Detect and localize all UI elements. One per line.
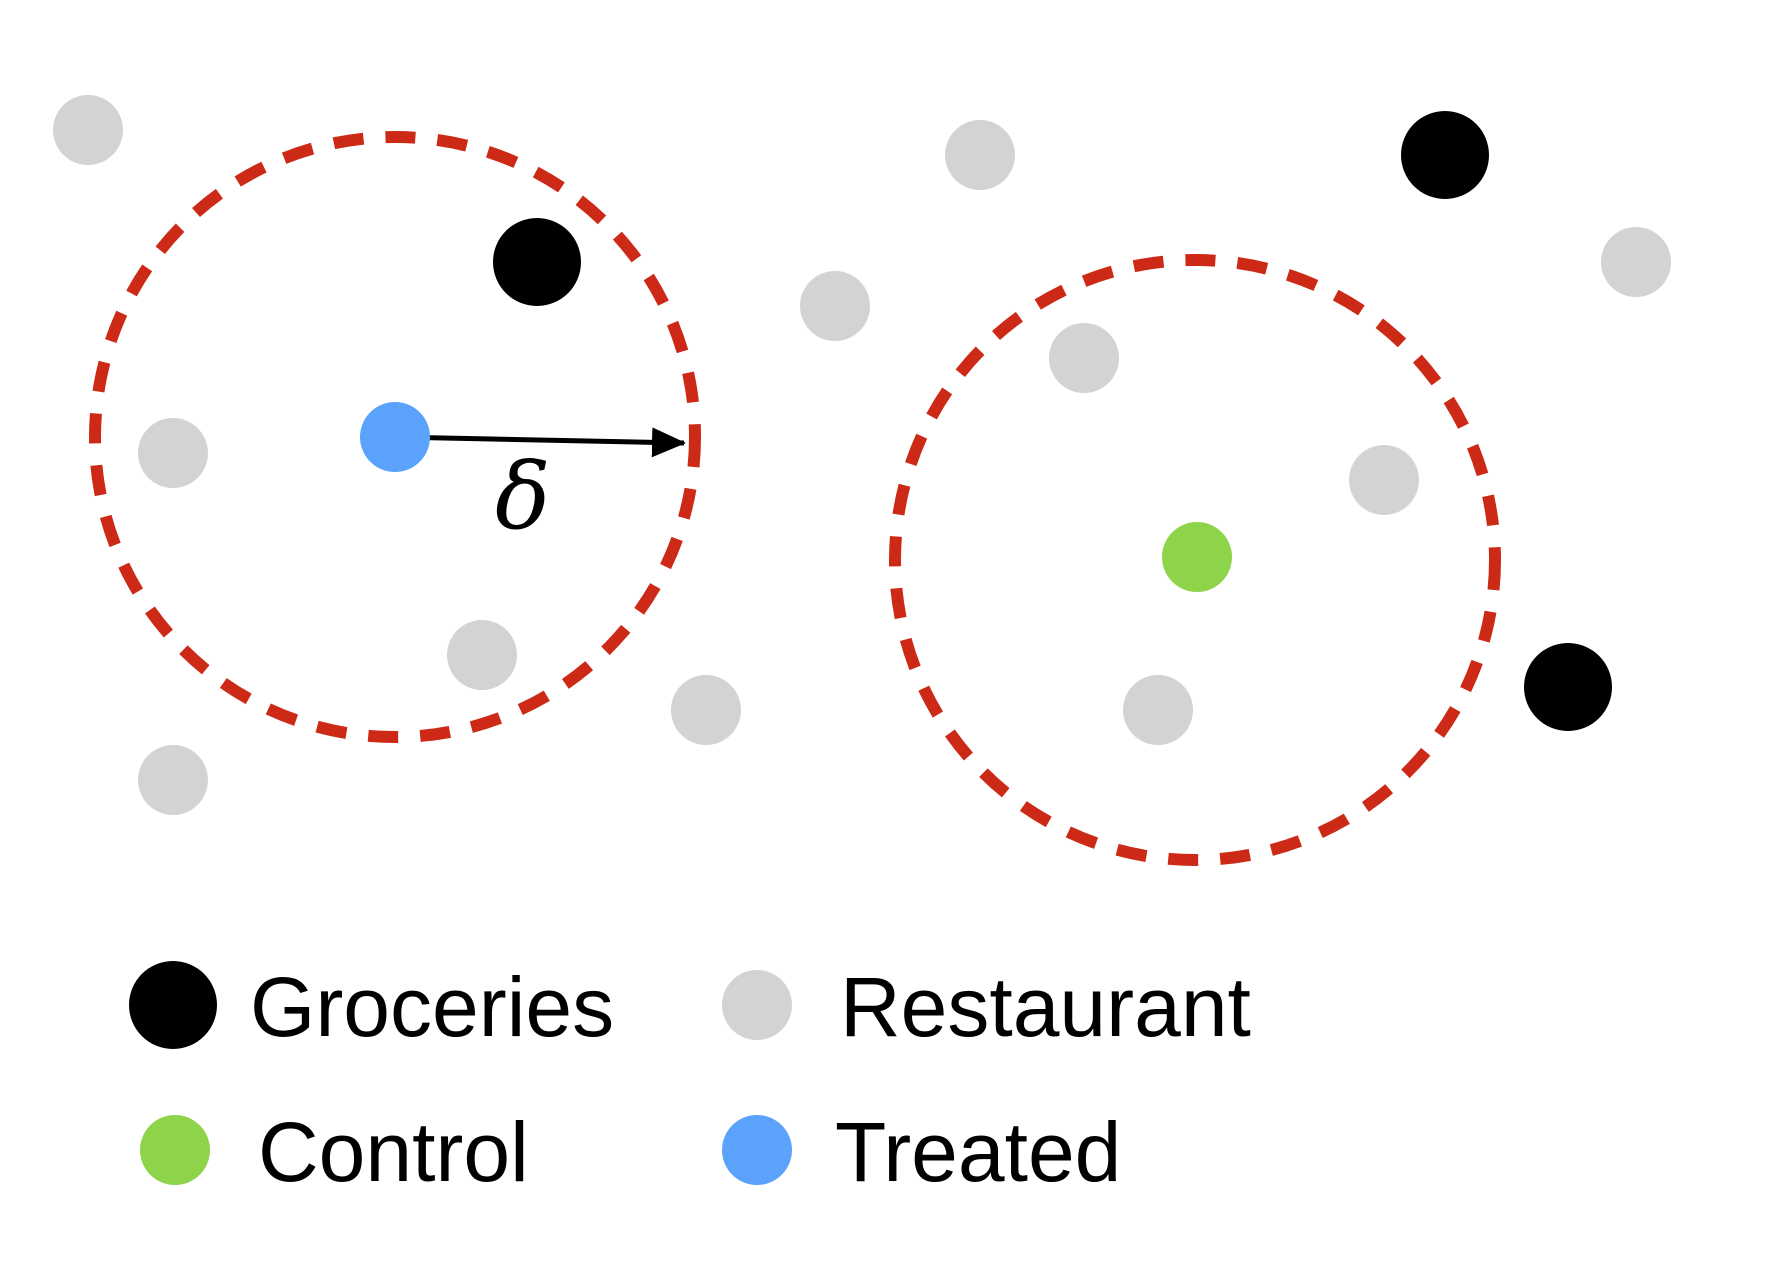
legend-restaurant-label: Restaurant — [840, 960, 1251, 1054]
restaurant-point — [945, 120, 1015, 190]
restaurant-point — [1349, 445, 1419, 515]
control-radius-circle — [889, 254, 1501, 866]
radius-delta-label: δ — [495, 443, 550, 550]
legend-groceries-label: Groceries — [250, 960, 614, 1054]
restaurant-point — [671, 675, 741, 745]
legend-control-label: Control — [258, 1105, 529, 1199]
legend-control-marker — [140, 1115, 210, 1185]
legend-treated-label: Treated — [835, 1105, 1121, 1199]
groceries-point — [1524, 643, 1612, 731]
control-point — [1162, 522, 1232, 592]
groceries-point — [1401, 111, 1489, 199]
legend-restaurant-marker — [722, 970, 792, 1040]
legend: Groceries Restaurant Control Treated — [129, 960, 1251, 1199]
restaurant-point — [447, 620, 517, 690]
radius-arrow — [394, 427, 686, 458]
groceries-point — [493, 218, 581, 306]
restaurant-point — [138, 418, 208, 488]
treated-radius-circle — [89, 131, 701, 743]
restaurant-point — [1601, 227, 1671, 297]
restaurant-point — [138, 745, 208, 815]
restaurant-point — [53, 95, 123, 165]
restaurant-point — [1049, 323, 1119, 393]
restaurant-point — [800, 271, 870, 341]
legend-groceries-marker — [129, 961, 217, 1049]
treated-point — [360, 402, 430, 472]
restaurant-point — [1123, 675, 1193, 745]
legend-treated-marker — [722, 1115, 792, 1185]
